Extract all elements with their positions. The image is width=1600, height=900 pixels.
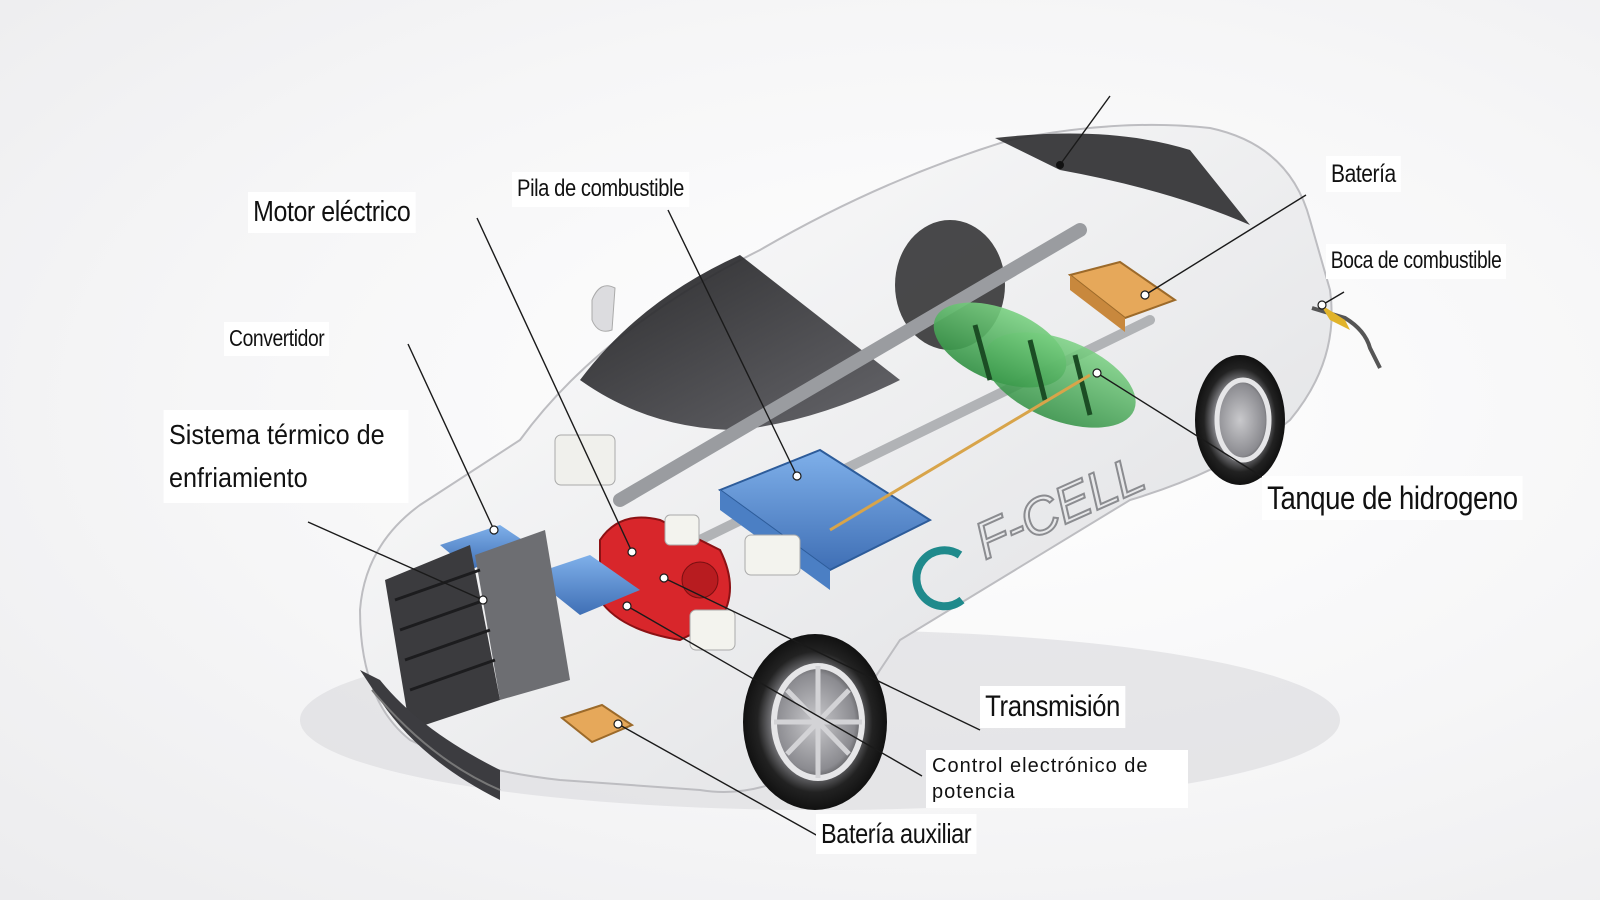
leader-antenna xyxy=(1061,95,1111,163)
reservoir-2 xyxy=(664,514,700,546)
rear-window xyxy=(995,133,1250,225)
coolant-reservoir xyxy=(554,434,616,486)
label-sistema-termico: Sistema térmico de enfriamiento xyxy=(163,410,409,503)
radiator xyxy=(385,530,570,730)
power-control-block xyxy=(530,555,640,615)
side-mirror xyxy=(591,285,616,332)
fuel-nozzle-handle xyxy=(1320,304,1350,330)
front-grille xyxy=(360,670,500,800)
rear-battery-side xyxy=(1070,275,1125,332)
label-boca-de-combustible: Boca de combustible xyxy=(1326,244,1507,279)
leader-bateria-aux xyxy=(617,723,819,837)
antenna-dot xyxy=(1056,161,1064,169)
fuel-nozzle xyxy=(1311,306,1382,369)
leader-pila xyxy=(667,209,798,477)
label-control-electronico: Control electrónico de potencia xyxy=(926,750,1188,808)
label-motor-electrico: Motor eléctrico xyxy=(248,192,416,233)
leader-transmision xyxy=(663,577,981,731)
front-lower-grille xyxy=(371,689,501,791)
leader-bateria xyxy=(1144,194,1307,296)
rear-wheel xyxy=(1195,355,1285,485)
hydrogen-tanks xyxy=(933,302,1136,428)
electric-motor-hub xyxy=(681,561,719,599)
label-transmision: Transmisión xyxy=(980,686,1126,728)
label-convertidor: Convertidor xyxy=(224,322,330,356)
front-wheel xyxy=(743,634,887,810)
label-pila-de-combustible: Pila de combustible xyxy=(512,172,689,207)
leader-convertidor xyxy=(407,343,495,531)
hydrogen-line xyxy=(829,373,1091,532)
leader-control xyxy=(626,605,923,777)
leader-sistema xyxy=(307,521,484,601)
leader-dots xyxy=(478,290,1327,729)
chassis-tube xyxy=(613,223,1087,507)
reservoir-4 xyxy=(689,609,736,651)
label-tanque-de-hidrogeno: Tanque de hidrogeno xyxy=(1262,476,1523,521)
label-bateria-auxiliar: Batería auxiliar xyxy=(816,814,977,854)
label-bateria: Batería xyxy=(1326,156,1401,192)
leader-motor xyxy=(476,217,633,553)
auxiliary-battery xyxy=(559,703,635,744)
leader-tanque xyxy=(1096,372,1265,479)
reservoir-3 xyxy=(744,534,801,576)
